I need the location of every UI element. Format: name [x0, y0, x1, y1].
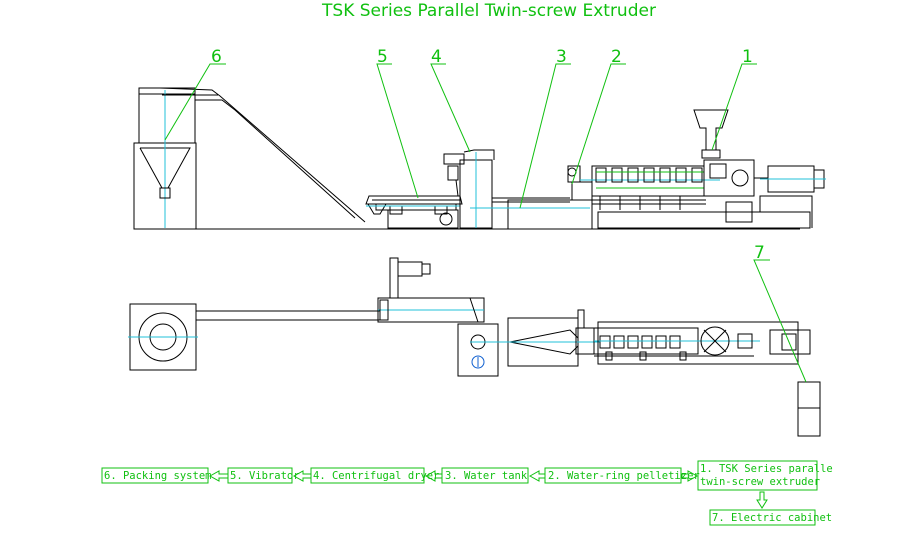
- svg-text:1: 1: [742, 47, 753, 67]
- flow-step-2: 2. Water-ring pelletizer: [548, 470, 700, 482]
- svg-text:7: 7: [754, 243, 765, 263]
- side-elevation-view: 6 5 4 3 2 1: [133, 47, 826, 230]
- callout-5: 5: [376, 47, 419, 199]
- callout-6: 6: [164, 47, 226, 141]
- electric-cabinet-plan: [797, 381, 821, 437]
- flow-step-6: 6. Packing system: [104, 470, 211, 482]
- svg-text:6: 6: [211, 47, 222, 67]
- flow-step-1-line2: twin-screw extruder: [700, 476, 820, 488]
- callout-3: 3: [519, 47, 571, 209]
- pelletizer-plan: [575, 309, 595, 355]
- flow-step-4: 4. Centrifugal dryer: [313, 470, 439, 482]
- centrifugal-dryer-side: [443, 149, 495, 229]
- svg-text:3: 3: [556, 47, 567, 67]
- svg-text:5: 5: [377, 47, 388, 67]
- callout-7: 7: [753, 243, 807, 383]
- svg-text:2: 2: [611, 47, 622, 67]
- vibrator-side: [365, 195, 463, 229]
- svg-text:4: 4: [431, 47, 442, 67]
- callout-4: 4: [430, 47, 471, 153]
- extruder-plan: [593, 321, 811, 365]
- callout-1: 1: [711, 47, 757, 151]
- packing-system-side: [133, 87, 366, 230]
- flow-step-5: 5. Vibrator: [230, 470, 300, 482]
- flow-step-1-line1: 1. TSK Series paralle: [700, 463, 833, 475]
- water-tank-plan: [498, 317, 600, 367]
- vibrator-plan: [377, 257, 485, 323]
- flow-step-3: 3. Water tank: [445, 470, 528, 482]
- water-tank-side: [470, 197, 593, 230]
- packing-system-plan: [128, 303, 380, 371]
- diagram-title: TSK Series Parallel Twin-screw Extruder: [321, 1, 656, 21]
- process-flow: 1. TSK Series paralle twin-screw extrude…: [101, 460, 833, 526]
- extruder-side: [580, 109, 826, 229]
- plan-view: 7: [128, 243, 821, 437]
- dryer-plan: [457, 323, 500, 377]
- callout-2: 2: [571, 47, 626, 185]
- flow-step-7: 7. Electric cabinet: [712, 512, 832, 524]
- pelletizer-side: [567, 165, 593, 201]
